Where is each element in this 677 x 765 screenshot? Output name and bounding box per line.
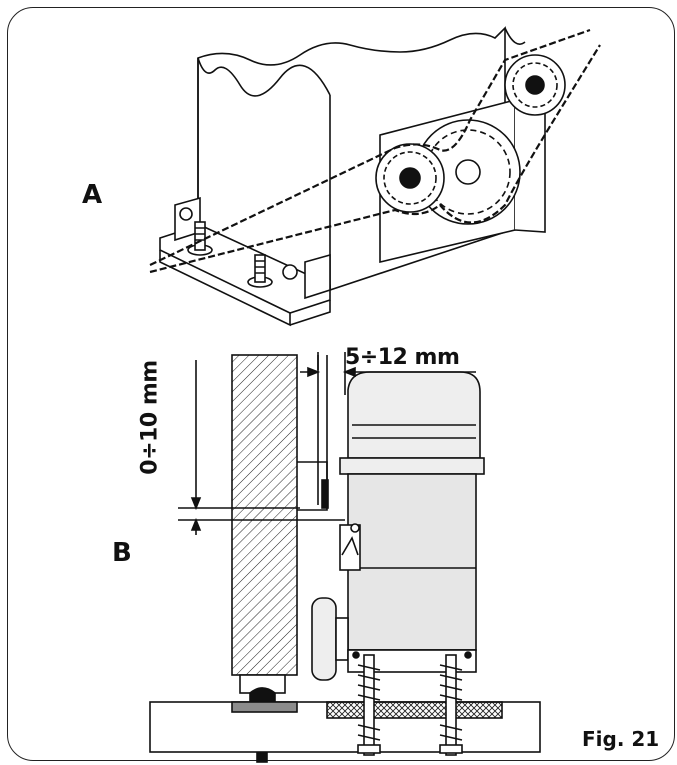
dimension-vertical: [178, 360, 345, 535]
mounting-plate: [326, 701, 503, 719]
view-b-label: B: [112, 538, 132, 568]
pinion: [339, 524, 361, 571]
anchor-bolts-section: [357, 654, 463, 756]
view-b-drawing: [149, 352, 541, 763]
view-a-drawing: [149, 26, 601, 327]
drive-chain: [149, 28, 601, 274]
figure-frame: [7, 7, 675, 761]
motor-body: [347, 473, 477, 651]
motor-cover: [347, 371, 481, 459]
view-a-label: A: [82, 180, 103, 210]
dimension-horizontal-label: 5÷12 mm: [345, 345, 460, 370]
dimension-vertical-label: 0÷10 mm: [137, 360, 163, 475]
gate-leaf-section: [231, 354, 298, 676]
figure-caption: Fig. 21: [582, 727, 660, 751]
release-knob: [311, 597, 337, 681]
dimension-horizontal: [300, 352, 476, 395]
anchor-bolts: [179, 207, 298, 288]
